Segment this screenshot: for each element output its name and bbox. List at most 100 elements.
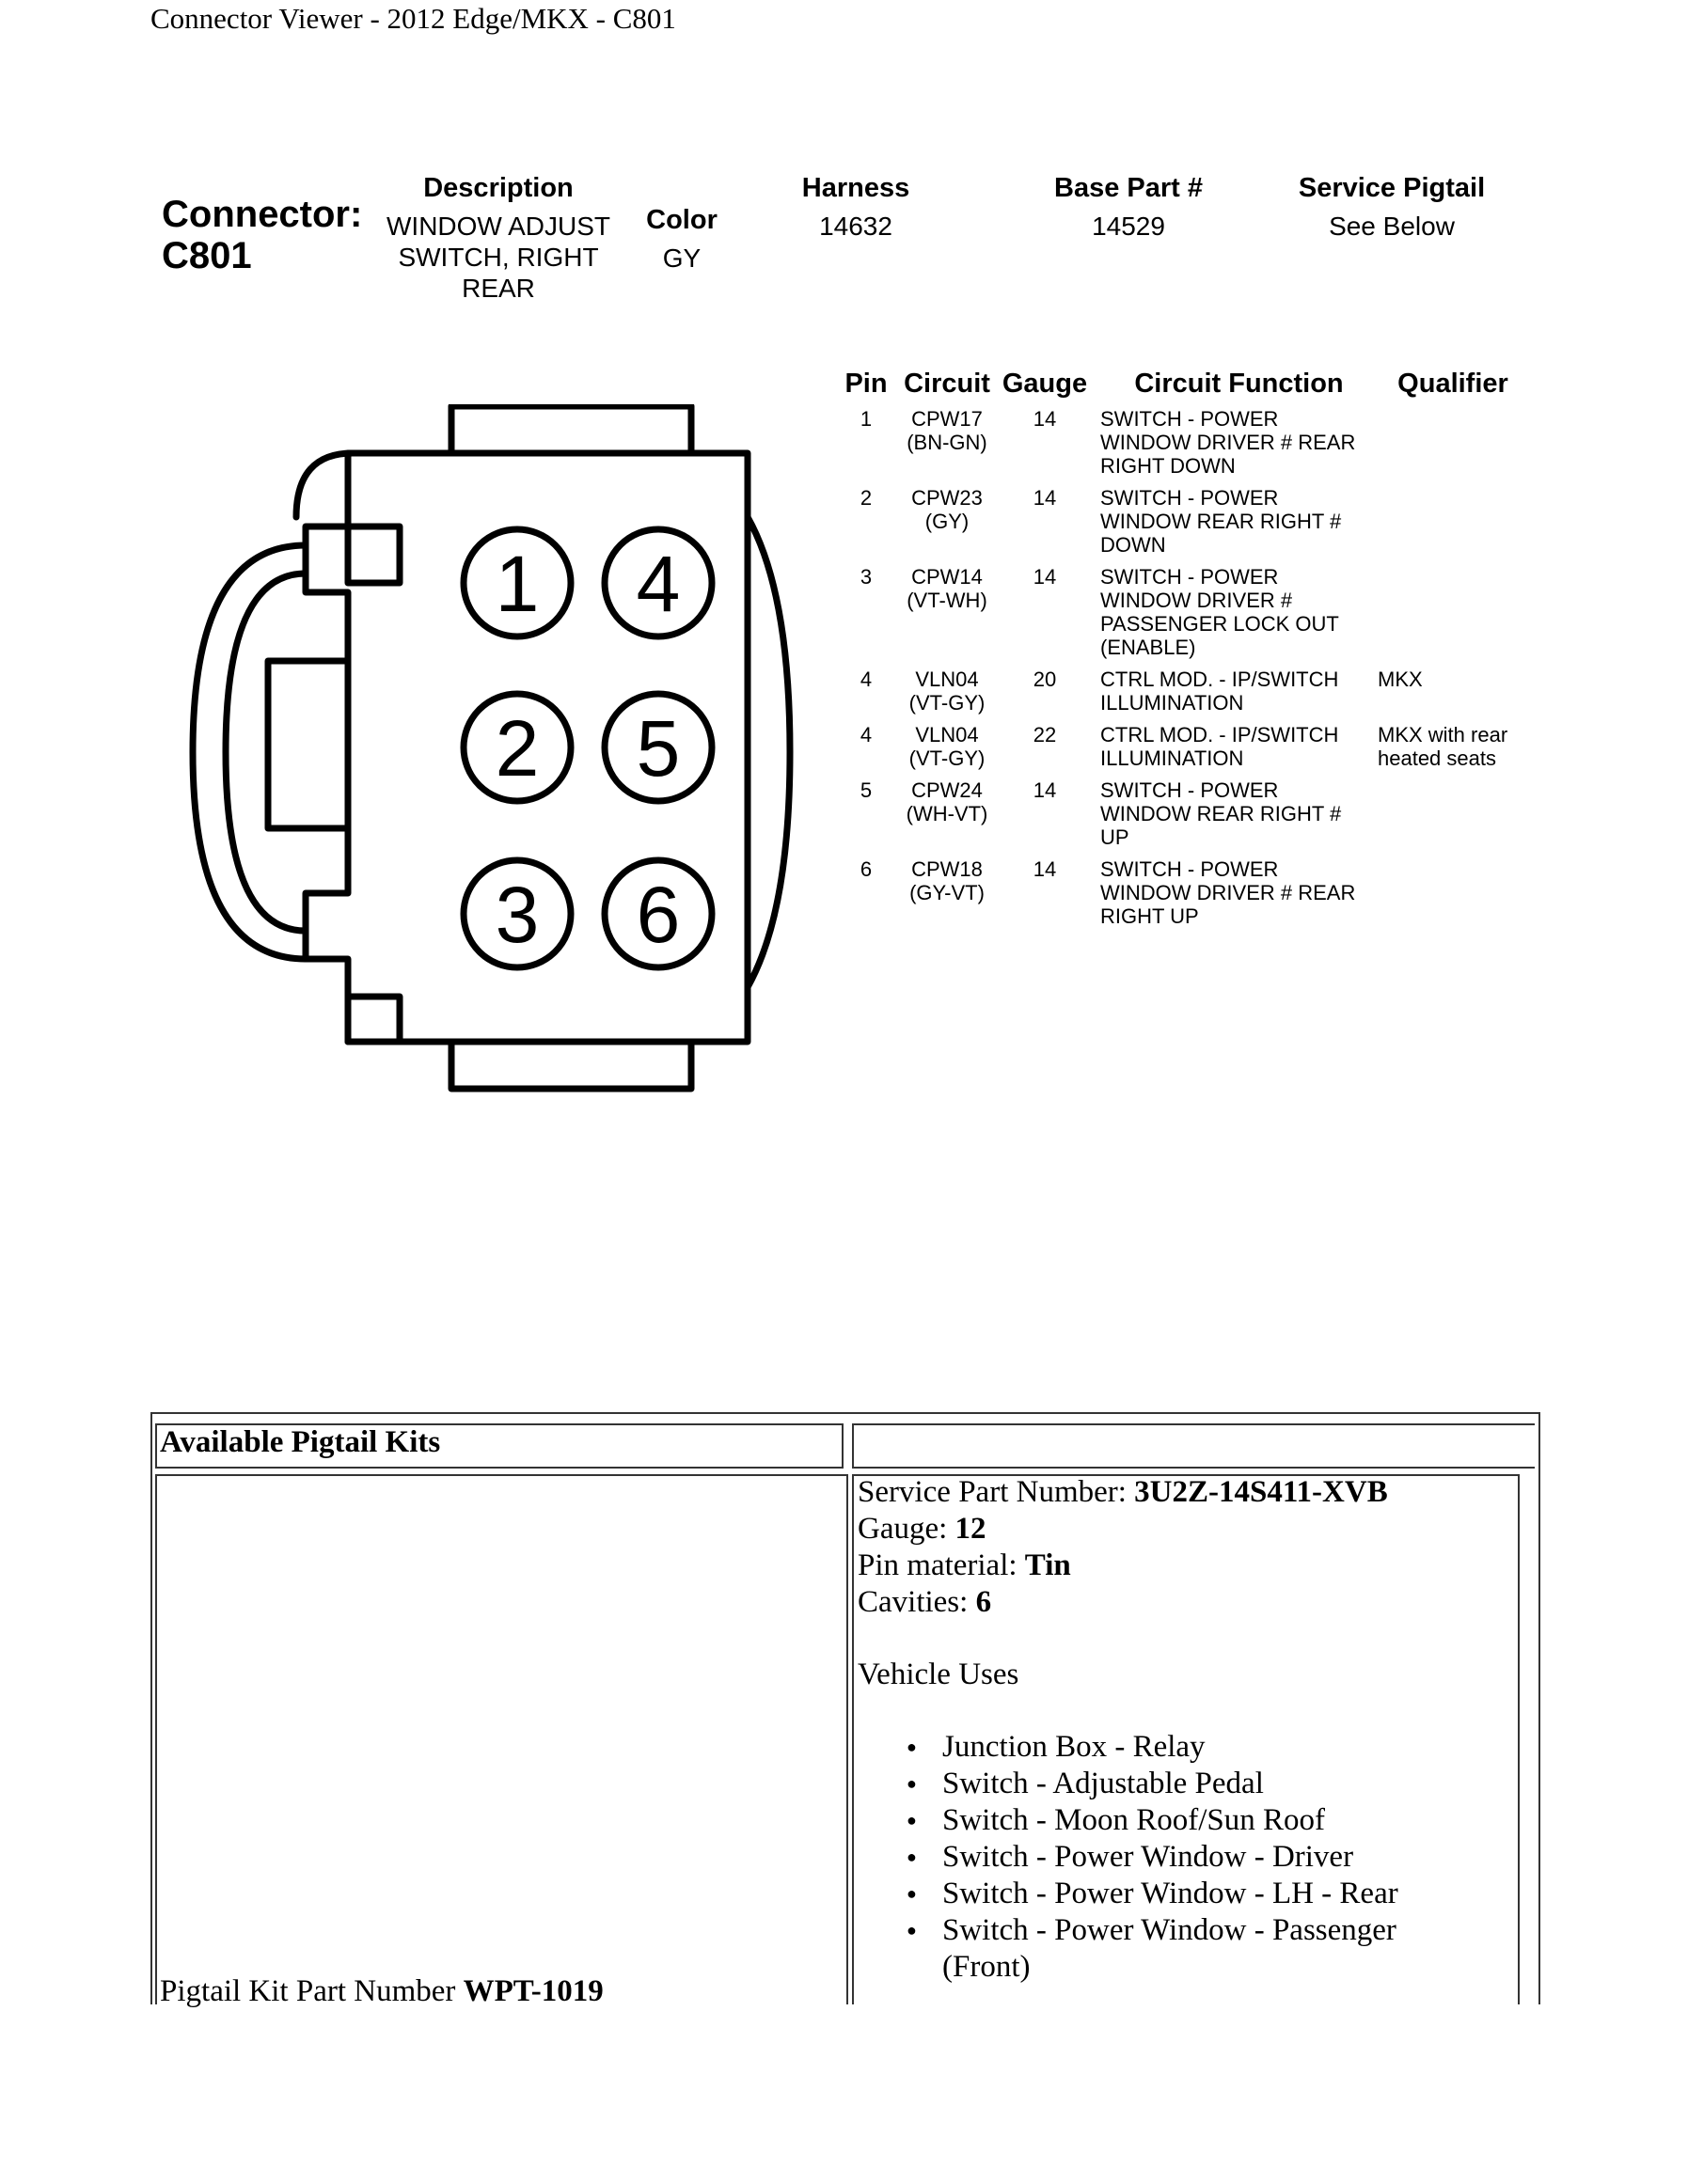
connector-label: Connector: <box>162 194 363 235</box>
header-circuit-function: Circuit Function <box>1134 369 1344 399</box>
cavity-label: 2 <box>496 704 540 793</box>
gauge-cell: 14 <box>1033 565 1057 589</box>
harness-value: 14632 <box>819 212 892 241</box>
pin-table-header: Pin Circuit Gauge Circuit Function Quali… <box>837 369 1528 407</box>
pin-material: Pin material: Tin <box>858 1548 1071 1582</box>
circuit-cell: CPW18(GY-VT) <box>895 857 999 936</box>
circuit-cell: CPW14(VT-WH) <box>895 565 999 668</box>
function-cell-line: RIGHT UP <box>1100 904 1199 928</box>
gauge-cell: 20 <box>1033 668 1057 691</box>
pin-table: Pin Circuit Gauge Circuit Function Quali… <box>837 369 1528 936</box>
circuit-cell-line: CPW18 <box>911 857 983 881</box>
circuit-cell-line: (GY) <box>924 510 970 533</box>
bottom-latch-tab <box>448 1038 695 1092</box>
function-cell-line: SWITCH - POWER <box>1100 857 1279 881</box>
qualifier-cell <box>1378 565 1528 668</box>
cavity-label: 6 <box>637 871 681 959</box>
header-circuit: Circuit <box>904 369 990 399</box>
top-latch-tab <box>448 404 695 457</box>
function-cell-line: RIGHT DOWN <box>1100 454 1236 478</box>
pin-cell: 5 <box>860 778 873 802</box>
cavity-label: 3 <box>496 871 540 959</box>
cavity-label: 4 <box>637 540 681 628</box>
harness-header: Harness <box>801 173 910 203</box>
gauge-cell: 14 <box>1033 486 1057 510</box>
pin-cell: 3 <box>860 565 873 589</box>
top-notch <box>344 523 403 587</box>
function-cell-line: WINDOW DRIVER # REAR <box>1100 431 1356 454</box>
circuit-cell-line: (WH-VT) <box>906 802 988 825</box>
list-item: Junction Box - Relay <box>907 1729 1433 1766</box>
cavity-4 <box>601 526 716 640</box>
circuit-cell-line: VLN04 <box>915 668 979 691</box>
function-cell-line: ILLUMINATION <box>1100 746 1244 770</box>
function-cell-line: SWITCH - POWER <box>1100 407 1279 431</box>
list-item: Switch - Moon Roof/Sun Roof <box>907 1802 1433 1839</box>
function-cell-line: CTRL MOD. - IP/SWITCH <box>1100 723 1339 746</box>
connector-face-diagram: 1 2 3 4 5 6 <box>189 404 794 1092</box>
color-value: GY <box>662 244 702 273</box>
vehicle-uses-label: Vehicle Uses <box>858 1658 1019 1691</box>
circuit-cell-line: (VT-GY) <box>908 746 986 770</box>
function-cell-line: ILLUMINATION <box>1100 691 1244 715</box>
circuit-cell-line: (BN-GN) <box>907 431 987 454</box>
page-title: Connector Viewer - 2012 Edge/MKX - C801 <box>150 2 676 35</box>
cavity-label: 5 <box>637 704 681 793</box>
cavity-label: 1 <box>496 540 540 628</box>
cavity-1 <box>460 526 575 640</box>
circuit-cell-line: CPW14 <box>911 565 983 589</box>
cavity-3 <box>460 856 575 971</box>
qualifier-cell-line: heated seats <box>1378 746 1496 770</box>
vehicle-uses-list: Junction Box - Relay Switch - Adjustable… <box>907 1729 1433 1986</box>
function-cell-line: WINDOW DRIVER # REAR <box>1100 881 1356 904</box>
cavity-5 <box>601 690 716 805</box>
pin-cell: 2 <box>860 486 873 510</box>
body-corner <box>292 449 356 521</box>
header-pin: Pin <box>844 369 888 399</box>
header-qualifier: Qualifier <box>1397 369 1508 399</box>
circuit-cell-line: CPW23 <box>911 486 983 510</box>
circuit-cell-line: VLN04 <box>915 723 979 746</box>
circuit-cell: CPW23(GY) <box>895 486 999 565</box>
color-header: Color <box>646 205 718 235</box>
function-cell-line: WINDOW DRIVER # <box>1100 589 1293 612</box>
circuit-cell-line: CPW17 <box>911 407 983 431</box>
connector-id: C801 <box>162 235 252 276</box>
qualifier-cell <box>1378 857 1528 936</box>
cavity-6 <box>601 856 716 971</box>
cavity-2 <box>460 690 575 805</box>
pigtail-kit-part-number: Pigtail Kit Part Number WPT-1019 <box>160 1974 604 2008</box>
function-cell-line: UP <box>1100 825 1129 849</box>
cavities: Cavities: 6 <box>858 1585 992 1619</box>
list-item: Switch - Adjustable Pedal <box>907 1766 1433 1802</box>
gauge-cell: 14 <box>1033 407 1057 431</box>
qualifier-cell <box>1378 778 1528 857</box>
pigtail-details: Service Part Number: 3U2Z-14S411-XVB Gau… <box>858 1474 1516 1986</box>
function-cell-line: SWITCH - POWER <box>1100 486 1279 510</box>
pin-cell: 4 <box>860 723 873 746</box>
function-cell-line: SWITCH - POWER <box>1100 565 1279 589</box>
right-rail <box>744 513 794 991</box>
function-cell-line: WINDOW REAR RIGHT # <box>1100 510 1342 533</box>
function-cell-line: PASSENGER LOCK OUT <box>1100 612 1339 636</box>
bottom-notch <box>344 993 403 1045</box>
circuit-cell: VLN04(VT-GY) <box>895 668 999 723</box>
circuit-cell-line: (VT-WH) <box>907 589 987 612</box>
qualifier-cell: MKX <box>1378 668 1528 723</box>
circuit-cell: CPW17(BN-GN) <box>895 407 999 486</box>
circuit-cell-line: (GY-VT) <box>909 881 985 904</box>
qualifier-cell-line: MKX <box>1378 668 1423 691</box>
pin-cell: 6 <box>860 857 873 881</box>
list-item: Switch - Power Window - Passenger (Front… <box>907 1912 1433 1986</box>
gauge-cell: 14 <box>1033 857 1057 881</box>
pigtail-right-cell <box>852 1474 1520 2004</box>
